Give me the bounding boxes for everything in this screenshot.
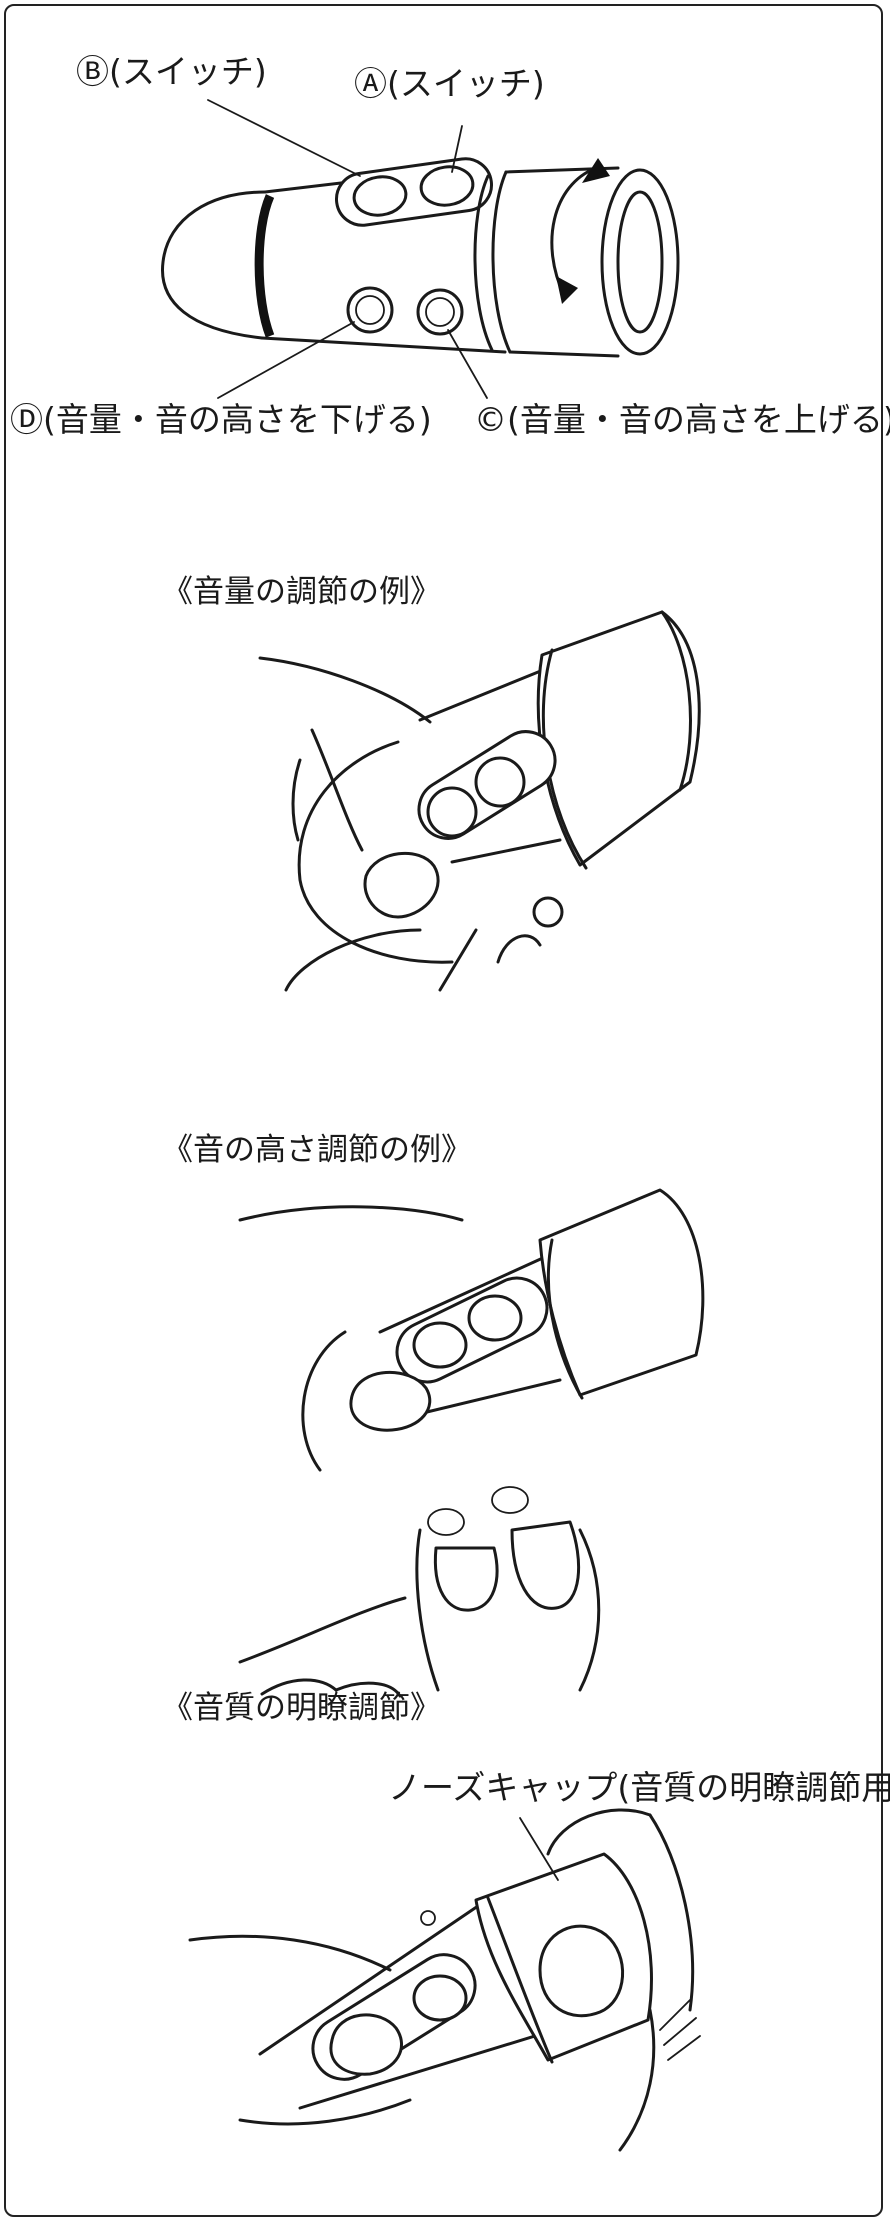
volume-example-figure xyxy=(258,610,701,992)
page-frame xyxy=(4,4,883,2217)
label-switch-b: Ⓑ(スイッチ) xyxy=(76,52,267,91)
label-switch-a: Ⓐ(スイッチ) xyxy=(354,64,545,103)
section-title-volume-example: 《音量の調節の例》 xyxy=(162,574,441,610)
section-title-pitch-example: 《音の高さ調節の例》 xyxy=(162,1132,472,1168)
label-button-d: Ⓓ(音量・音の高さを下げる) xyxy=(10,400,432,439)
label-button-c: ©(音量・音の高さを上げる) xyxy=(474,400,890,439)
section-title-clarity: 《音質の明瞭調節》 xyxy=(162,1690,441,1726)
device-diagram xyxy=(161,99,680,399)
pitch-example-figure xyxy=(238,1188,705,1698)
clarity-example-figure xyxy=(188,1808,701,2152)
label-nose-cap: ノーズキャップ(音質の明瞭調節用) xyxy=(388,1768,890,1807)
